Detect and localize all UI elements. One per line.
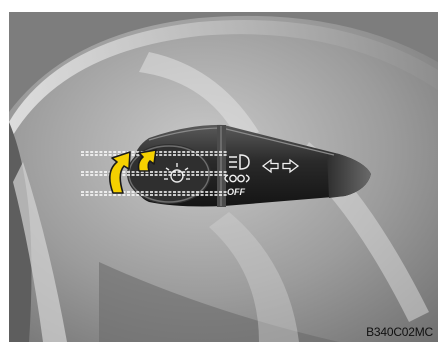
off-label: OFF <box>227 187 245 197</box>
steering-column-illustration: OFF <box>9 12 438 342</box>
figure-code: B340C02MC <box>366 325 433 339</box>
